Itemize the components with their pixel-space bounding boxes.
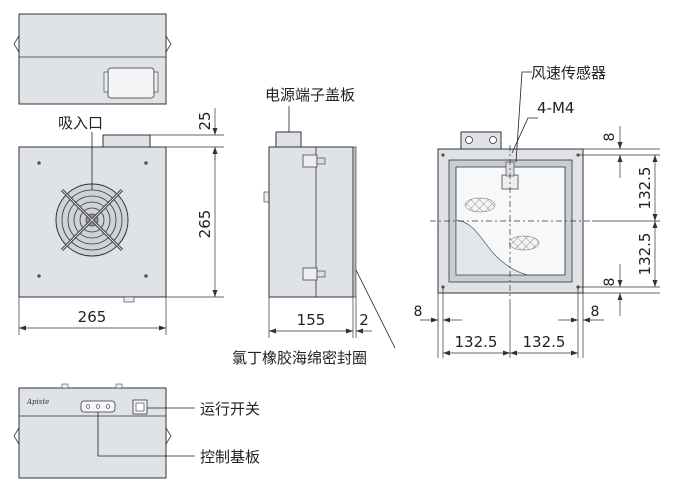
dim-155-text: 155: [297, 311, 326, 329]
screw-hole-bl: [37, 274, 41, 278]
dim-bl8-text: 8: [414, 304, 423, 320]
control-board-label: 控制基板: [200, 448, 260, 466]
dim-265h-text: 265: [78, 308, 107, 326]
rear-view-curve: [455, 219, 529, 276]
top-view: [13, 13, 172, 105]
run-switch-icon: [132, 399, 148, 415]
seal-label: 氯丁橡胶海绵密封圈: [232, 349, 367, 367]
airflow-sensor-label: 风速传感器: [531, 64, 606, 82]
brand-logo: Apiste: [26, 398, 49, 406]
front-view-intake-duct: [102, 134, 151, 148]
terminal-cover-label: 电源端子盖板: [265, 86, 355, 104]
bottom-view-latch-left: [13, 427, 20, 445]
side-view-nub: [263, 191, 270, 203]
screw-hole-tr: [144, 161, 148, 165]
rear-view-mesh-lower: [508, 235, 540, 251]
mount-holes-leader: [511, 117, 538, 154]
dim-25-text: 25: [196, 111, 214, 130]
top-view-latch-left: [13, 35, 20, 53]
dim-2-text: 2: [359, 311, 369, 329]
side-view-hinge-top: [302, 154, 326, 168]
screw-hole-br: [144, 274, 148, 278]
mount-hole-tl: [441, 153, 445, 157]
intake-label: 吸入口: [58, 114, 103, 132]
bottom-view-latch-right: [165, 427, 172, 445]
top-view-terminal-tab-left: [103, 71, 109, 93]
dim-rb8-text: 8: [602, 278, 618, 287]
side-view-hinge-bottom: [302, 267, 326, 281]
rear-view: 风速传感器 4-M4 8 132.5 132.5 8 8: [414, 64, 660, 358]
top-view-latch-right: [165, 35, 172, 53]
fan-guard-icon: [55, 183, 129, 257]
run-switch-label: 运行开关: [200, 400, 260, 418]
front-view-drain: [123, 296, 135, 303]
side-view: 电源端子盖板 155 2 氯丁橡胶海绵密封圈: [232, 86, 396, 367]
control-board-indicator: [80, 400, 116, 413]
dim-r1325-upper-text: 132.5: [636, 167, 654, 210]
front-view: 吸入口 25 265 265: [18, 108, 224, 335]
control-board-leader: [97, 412, 195, 457]
dim-rt8-text: 8: [602, 133, 618, 142]
dim-265v-text: 265: [196, 210, 214, 239]
bottom-view-tab-right: [115, 383, 123, 389]
seal-leader: [355, 269, 396, 349]
airflow-sensor-leader: [515, 71, 532, 163]
top-view-terminal-box: [107, 67, 155, 99]
side-view-terminal-cover: [275, 131, 302, 149]
screw-hole-tl: [37, 161, 41, 165]
bottom-view-tab-left: [61, 383, 69, 389]
side-view-seal-strip: [352, 146, 357, 298]
mount-holes-label: 4-M4: [537, 99, 574, 117]
rear-view-screw-left: [465, 136, 473, 144]
bottom-view: Apiste 运行开关 控制基板: [13, 383, 260, 479]
top-view-terminal-tab-right: [153, 71, 159, 93]
dim-r1325-lower-text: 132.5: [636, 233, 654, 276]
rear-view-screw-right: [489, 136, 497, 144]
dim-b1325-left-text: 132.5: [455, 333, 498, 351]
dim-b1325-right-text: 132.5: [523, 333, 566, 351]
rear-view-mesh-upper: [464, 197, 496, 213]
dim-br8-text: 8: [591, 304, 600, 320]
